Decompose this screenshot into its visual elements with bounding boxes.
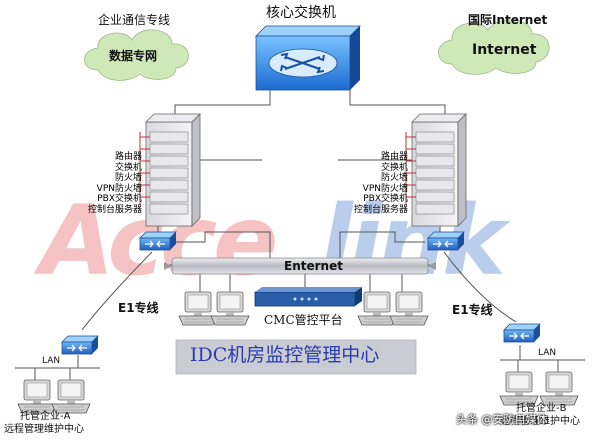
site-a-line1: 托管企业-A — [20, 411, 71, 422]
computer-icon-site-a-2 — [51, 379, 91, 414]
cmc-label: CMC管控平台 — [264, 313, 343, 327]
left-lan-label: LAN — [42, 356, 61, 366]
computer-icon-site-b-2 — [539, 371, 579, 406]
right-lan-label: LAN — [538, 348, 557, 358]
cmc-appliance-icon — [254, 287, 362, 307]
computer-icon-1 — [178, 291, 218, 326]
router-icon-core — [255, 25, 361, 91]
switch-icon-left — [139, 231, 177, 251]
rack-item: PBX交换机 — [363, 194, 408, 204]
cloud-icon-left — [84, 29, 189, 81]
site-a-line2: 远程管理维护中心 — [4, 424, 84, 435]
computer-icon-site-b-1 — [499, 371, 539, 406]
ethernet-bus — [164, 257, 436, 275]
left-e1-label: E1专线 — [118, 301, 159, 315]
credit-label: 头条 @安防自媒体 — [456, 413, 548, 426]
rack-item: VPN防火墙 — [96, 183, 142, 194]
computer-icon-2 — [210, 291, 250, 326]
right-rack-labels: 路由器 交换机 防火墙 VPN防火墙 PBX交换机 控制台服务器 — [338, 152, 408, 215]
cloud-icon-right — [438, 19, 550, 75]
server-rack-icon-left — [139, 113, 201, 227]
left-cloud-label: 数据专网 — [109, 49, 158, 63]
rack-item: 防火墙 — [114, 173, 142, 183]
computer-icon-site-a-1 — [17, 379, 57, 414]
left-rack-labels: 路由器 交换机 防火墙 VPN防火墙 PBX交换机 控制台服务器 — [72, 152, 142, 215]
rack-item: 路由器 — [114, 152, 142, 162]
rack-item: 交换机 — [380, 162, 408, 173]
bus-label: Enternet — [284, 259, 343, 273]
switch-icon-site-a — [61, 335, 99, 355]
rack-item: 路由器 — [380, 152, 408, 162]
computer-icon-3 — [357, 291, 397, 326]
idc-title: IDC机房监控管理中心 — [190, 344, 380, 366]
idc-box — [175, 339, 417, 375]
site-b-line1: 托管企业-B — [516, 403, 567, 414]
rack-item: 控制台服务器 — [87, 204, 142, 215]
server-rack-icon-right — [405, 113, 467, 227]
switch-icon-site-b — [503, 323, 541, 343]
right-e1-label: E1专线 — [452, 303, 493, 317]
core-switch-label: 核心交换机 — [266, 5, 336, 21]
right-cloud-title: 国际Internet — [468, 13, 548, 27]
rack-item: 防火墙 — [380, 173, 408, 183]
switch-icon-right — [427, 231, 465, 251]
left-cloud-title: 企业通信专线 — [98, 13, 171, 27]
rack-item: 控制台服务器 — [353, 204, 408, 215]
rack-item: 交换机 — [114, 162, 142, 173]
rack-item: VPN防火墙 — [362, 183, 408, 194]
rack-item: PBX交换机 — [97, 194, 142, 204]
right-cloud-label: Internet — [472, 42, 537, 58]
computer-icon-4 — [389, 291, 429, 326]
connection-lines — [15, 88, 585, 380]
site-b-line2: 远程管理维护中心 — [500, 416, 580, 427]
